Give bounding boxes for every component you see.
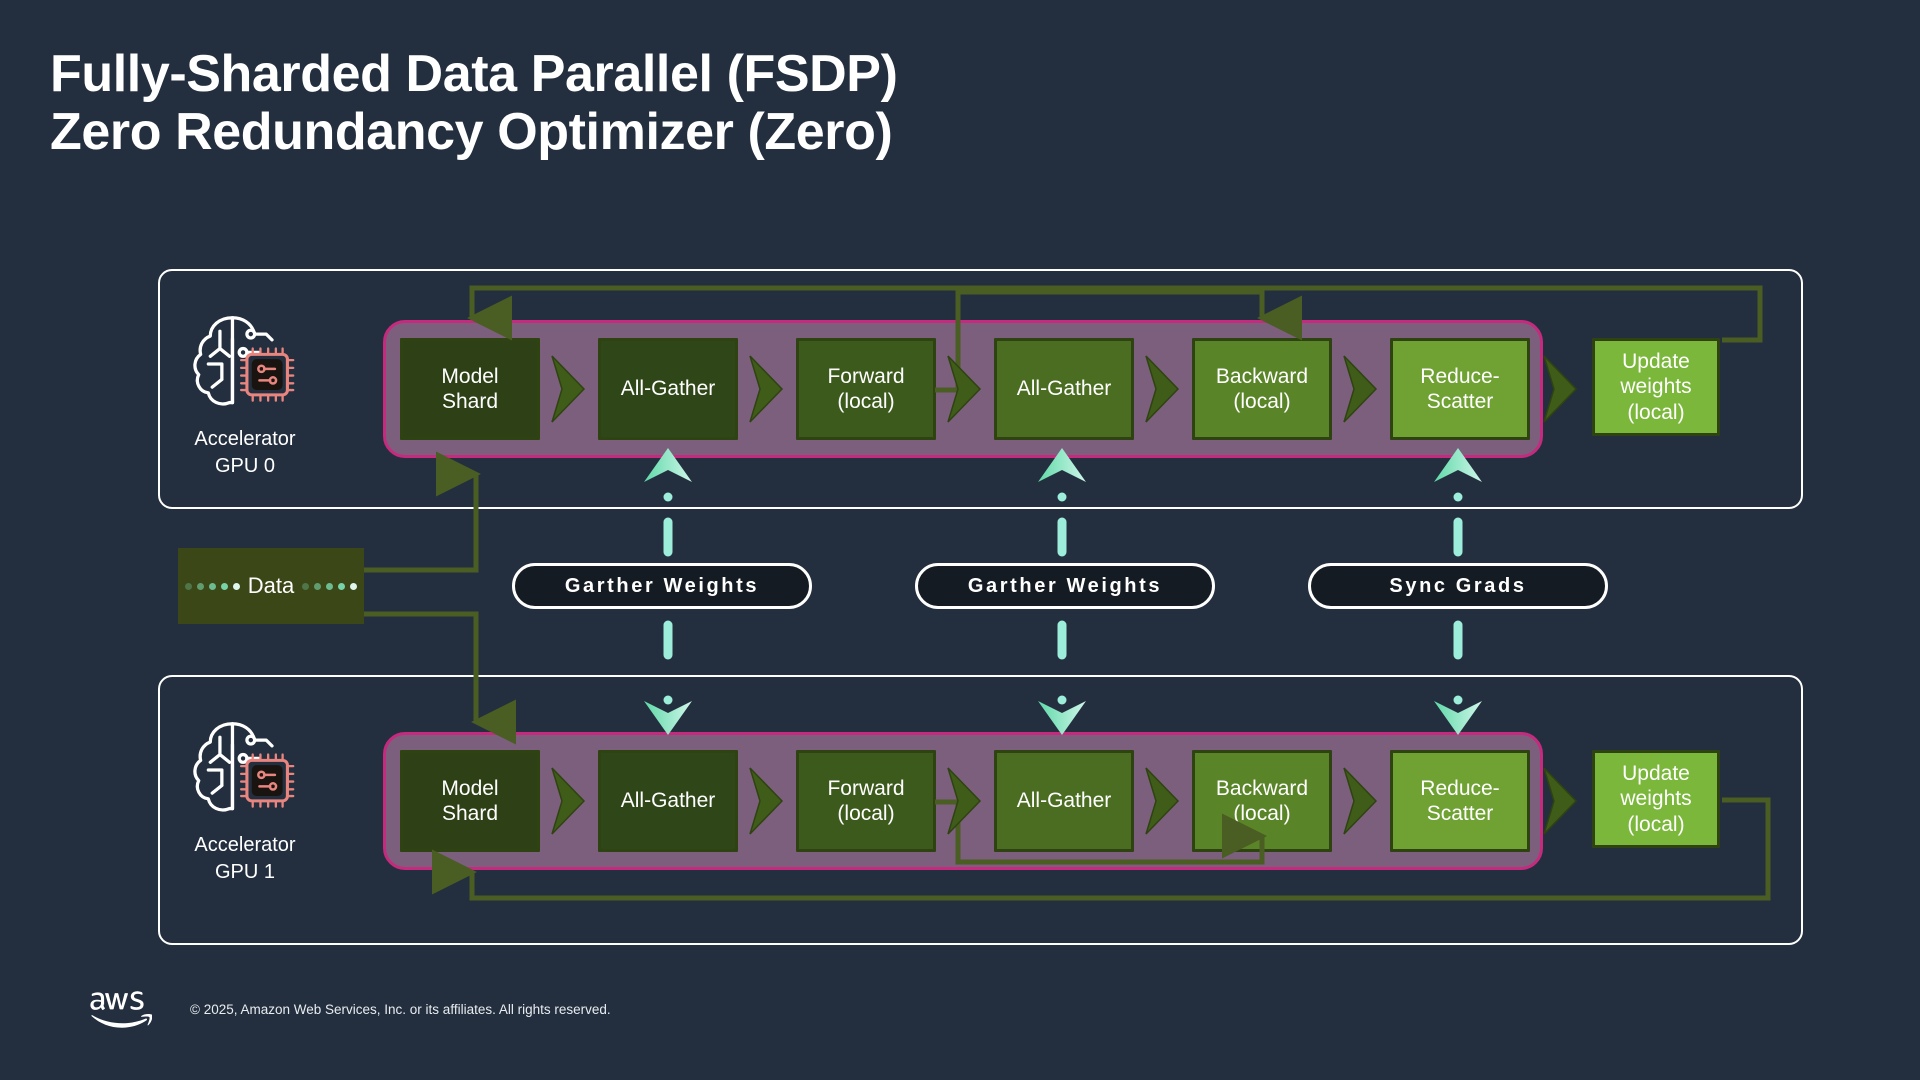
stage-box-update-weights-gpu0[interactable]: Update weights (local) (1592, 338, 1720, 436)
comm-pill-gather-weights-1[interactable]: Garther Weights (512, 563, 812, 609)
stage-box-all-gather-1-gpu1[interactable]: All-Gather (598, 750, 738, 852)
accelerator-label-0: Accelerator GPU 0 (194, 428, 296, 477)
stage-box-model-shard-gpu1[interactable]: Model Shard (400, 750, 540, 852)
accelerator-label-1: Accelerator GPU 1 (194, 834, 296, 883)
stage-box-forward-gpu0[interactable]: Forward (local) (796, 338, 936, 440)
copyright-text: © 2025, Amazon Web Services, Inc. or its… (190, 1001, 611, 1017)
comm-pill-gather-weights-2[interactable]: Garther Weights (915, 563, 1215, 609)
stage-box-backward-gpu1[interactable]: Backward (local) (1192, 750, 1332, 852)
gpu-panel-0 (158, 269, 1803, 509)
page-title: Fully-Sharded Data Parallel (FSDP) Zero … (50, 45, 898, 162)
stage-box-all-gather-2-gpu0[interactable]: All-Gather (994, 338, 1134, 440)
stage-box-reduce-scatter-gpu0[interactable]: Reduce- Scatter (1390, 338, 1530, 440)
compute-band-gpu-0 (383, 320, 1543, 458)
brain-chip-icon (193, 316, 295, 406)
data-source-label: Data (247, 573, 295, 598)
comm-pill-sync-grads[interactable]: Sync Grads (1308, 563, 1608, 609)
data-leading-dots (184, 582, 240, 590)
gpu-panel-1 (158, 675, 1803, 945)
stage-box-backward-gpu0[interactable]: Backward (local) (1192, 338, 1332, 440)
compute-band-gpu-1 (383, 732, 1543, 870)
accelerator-gpu-0: Accelerator GPU 0 (150, 310, 340, 480)
stage-box-forward-gpu1[interactable]: Forward (local) (796, 750, 936, 852)
stage-box-all-gather-1-gpu0[interactable]: All-Gather (598, 338, 738, 440)
stage-box-update-weights-gpu1[interactable]: Update weights (local) (1592, 750, 1720, 848)
aws-logo (90, 991, 152, 1028)
stage-box-reduce-scatter-gpu1[interactable]: Reduce- Scatter (1390, 750, 1530, 852)
stage-box-all-gather-2-gpu1[interactable]: All-Gather (994, 750, 1134, 852)
brain-chip-icon (193, 722, 295, 812)
stage-box-model-shard-gpu0[interactable]: Model Shard (400, 338, 540, 440)
footer: © 2025, Amazon Web Services, Inc. or its… (90, 988, 611, 1030)
data-trailing-dots (302, 582, 358, 590)
accelerator-gpu-1: Accelerator GPU 1 (150, 716, 340, 886)
data-source-box[interactable]: Data (178, 548, 364, 624)
